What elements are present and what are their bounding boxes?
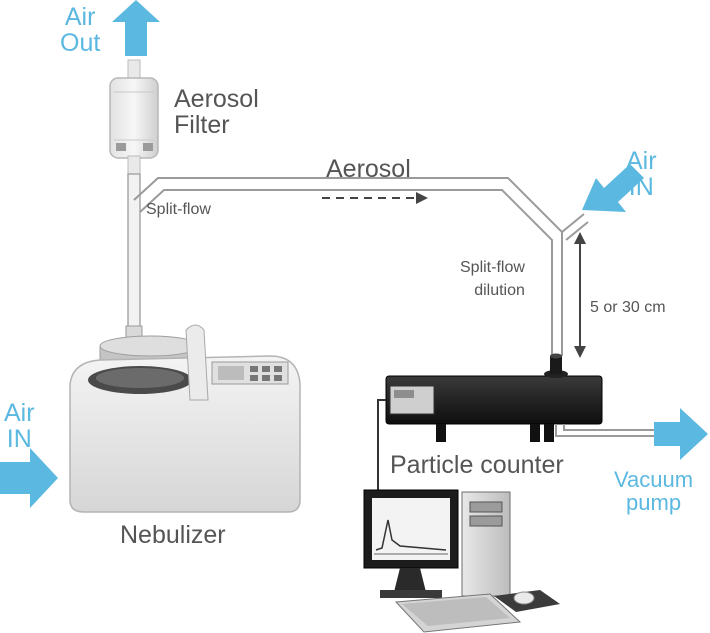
aerosol-filter-label-line1: Aerosol <box>174 85 259 113</box>
air-in-right-label-line1: Air <box>626 147 657 175</box>
dilution-inlet-tube <box>561 213 589 241</box>
dashed-arrow-icon <box>322 192 428 204</box>
split-flow-dilution-label-line2: dilution <box>474 281 525 299</box>
filter-tube <box>125 173 143 345</box>
aerosol-filter-label: Aerosol Filter <box>174 86 259 139</box>
up-arrow-icon <box>112 0 160 56</box>
computer <box>363 489 560 633</box>
vacuum-pump-label: Vacuum pump <box>614 468 693 514</box>
particle-counter-device <box>385 353 603 442</box>
aerosol-label: Aerosol <box>326 155 411 183</box>
split-flow-dilution-label-line1: Split-flow <box>460 259 525 276</box>
double-arrow-icon <box>574 232 586 358</box>
right-arrow-icon <box>0 448 58 508</box>
data-cable <box>377 399 386 490</box>
air-out-label-line1: Air <box>64 3 96 31</box>
split-flow-dilution-label: Split-flow dilution <box>460 259 525 300</box>
air-in-left-label: Air IN <box>4 400 35 453</box>
vacuum-tubing <box>555 424 660 437</box>
aerosol-tubing <box>133 177 563 356</box>
particle-counter-label: Particle counter <box>390 451 564 479</box>
vacuum-pump-label-line2: pump <box>626 490 682 516</box>
nebulizer-label: Nebulizer <box>120 521 226 549</box>
air-in-left-label-line1: Air <box>4 399 35 427</box>
air-in-right-label-line2: IN <box>628 173 654 202</box>
split-flow-label: Split-flow <box>146 201 211 218</box>
air-out-label: Air Out <box>60 4 100 57</box>
diagonal-arrow-icon <box>582 164 644 212</box>
right-arrow-icon <box>654 408 708 460</box>
vacuum-pump-label-line1: Vacuum <box>614 467 694 492</box>
air-out-label-line2: Out <box>60 29 101 58</box>
aerosol-filter-label-line2: Filter <box>174 111 230 140</box>
air-in-left-label-line2: IN <box>6 425 32 454</box>
distance-label: 5 or 30 cm <box>590 299 666 316</box>
air-in-right-label: Air IN <box>626 148 657 201</box>
nebulizer-device <box>69 324 301 513</box>
aerosol-filter <box>109 59 159 175</box>
